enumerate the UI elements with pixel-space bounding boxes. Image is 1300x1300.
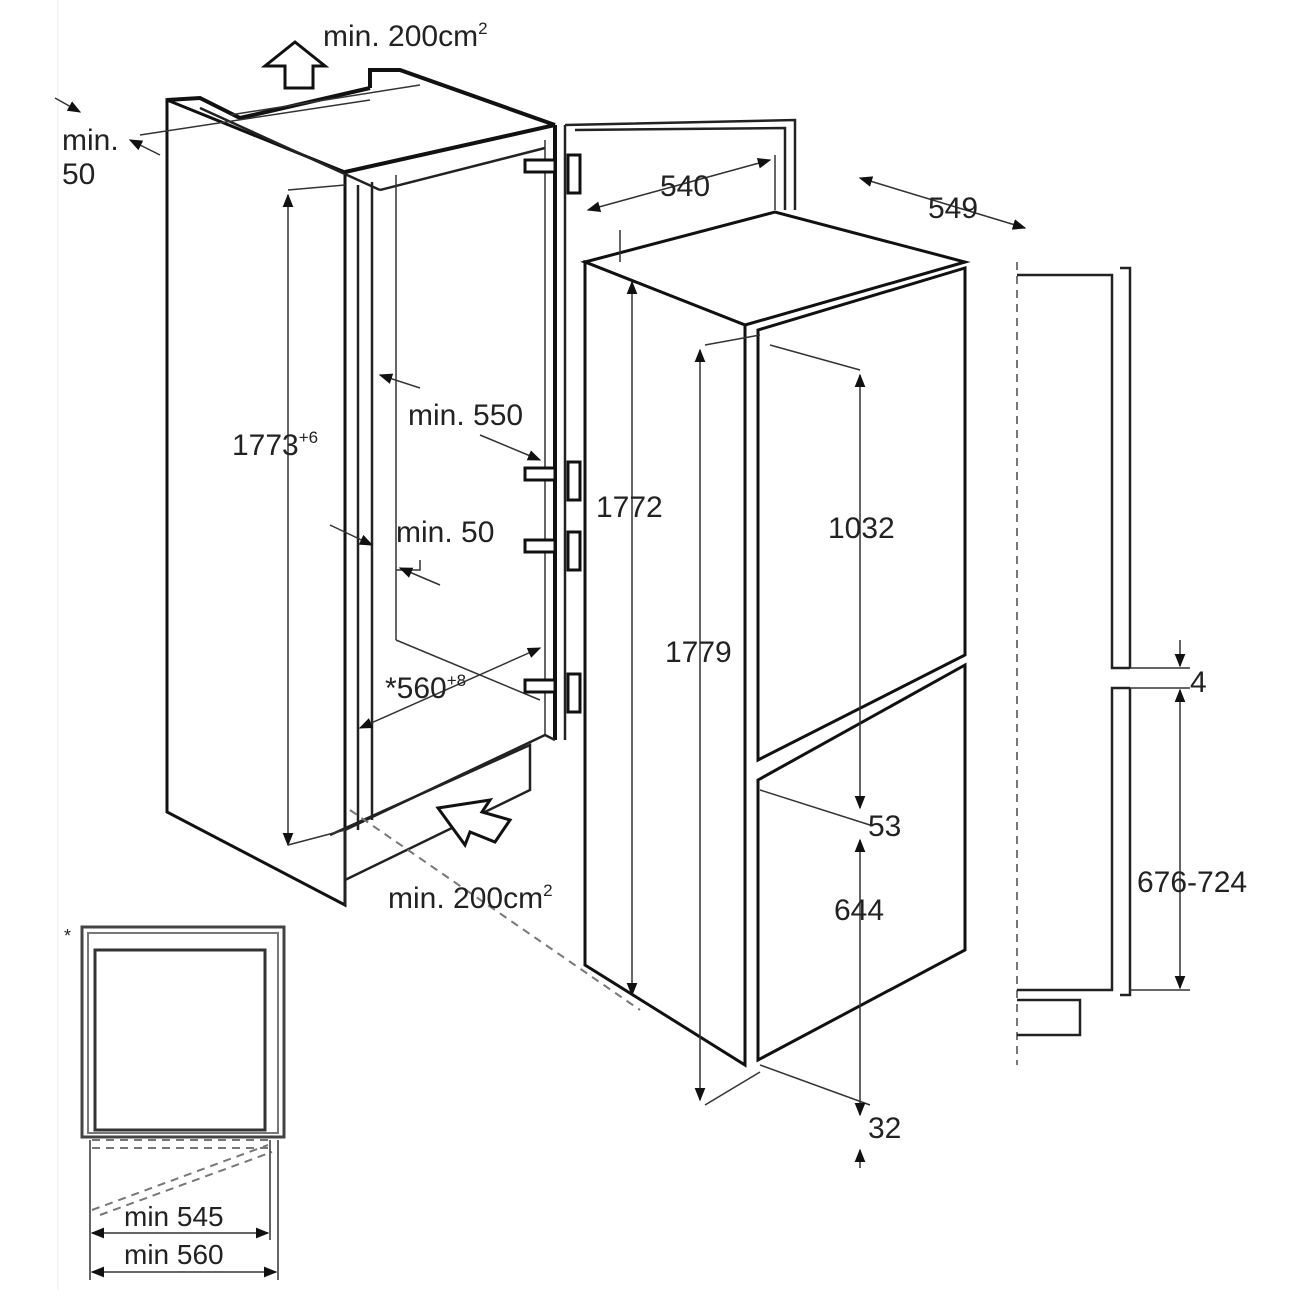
inset-outer-width-label: min 560 xyxy=(124,1239,224,1270)
cabinet-niche xyxy=(54,40,797,1011)
appliance-front-height-label: 1779 xyxy=(665,636,732,669)
cabinet-width-label: *560+8 xyxy=(385,671,466,705)
cabinet-side-panel xyxy=(165,97,347,908)
inset-inner-width-label: min 545 xyxy=(124,1201,224,1232)
bottom-vent-label: min. 200cm2 xyxy=(388,881,553,915)
rear-gap-label-line1: min. xyxy=(62,124,119,157)
door-gap-profile-label: 4 xyxy=(1190,666,1207,699)
cabinet-height-label: 1773+6 xyxy=(232,428,318,462)
inset-top-view xyxy=(80,925,286,1280)
cabinet-depth-label: min. 550 xyxy=(408,399,523,432)
appliance-side-height-label: 1772 xyxy=(596,491,663,524)
appliance-width-label: 540 xyxy=(660,170,710,203)
appliance-depth-label: 549 xyxy=(928,192,978,225)
top-vent-label: min. 200cm2 xyxy=(323,19,488,53)
cabinet-top-rail xyxy=(368,68,556,127)
vent-arrow-in-icon xyxy=(435,797,513,849)
bottom-offset-label: 32 xyxy=(868,1112,901,1145)
lower-door-range-label: 676-724 xyxy=(1137,866,1247,899)
vent-arrow-up-icon xyxy=(260,40,330,90)
rear-gap-label-line2: 50 xyxy=(62,158,95,191)
hinge-icon xyxy=(523,153,582,714)
lower-door-height-label: 644 xyxy=(834,894,884,927)
side-gap-label: min. 50 xyxy=(396,516,494,549)
appliance xyxy=(580,155,1027,1168)
upper-door-height-label: 1032 xyxy=(828,512,895,545)
door-gap-label: 53 xyxy=(868,810,901,843)
inset-marker: * xyxy=(64,926,71,946)
door-profile xyxy=(1016,262,1190,1065)
